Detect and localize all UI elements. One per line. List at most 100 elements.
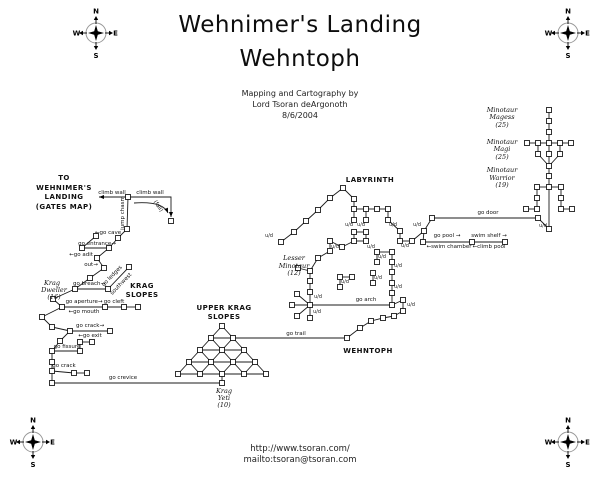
map-node <box>49 359 55 365</box>
map-node <box>351 229 357 235</box>
map-node <box>374 206 380 212</box>
map-node <box>102 304 108 310</box>
map-node <box>374 259 380 265</box>
map-node <box>79 245 85 251</box>
map-node <box>368 318 374 324</box>
map-label: ←go exit <box>78 333 102 339</box>
map-label: LANDING <box>45 193 84 201</box>
map-node <box>241 371 247 377</box>
compass-letter-s: S <box>565 52 570 60</box>
map-node <box>389 302 395 308</box>
map-node <box>315 207 321 213</box>
map-label: u/d <box>413 222 421 228</box>
map-node <box>101 265 107 271</box>
map-node <box>125 194 131 200</box>
map-label: u/d <box>407 302 415 308</box>
map-label: Lesser <box>282 254 306 262</box>
map-label: swim shelf → <box>471 233 507 239</box>
map-label: ←go mouth <box>68 309 100 315</box>
map-label: Minotaur <box>278 262 311 270</box>
compass-letter-e: E <box>585 30 590 38</box>
map-label: Minotaur <box>486 138 519 146</box>
map-node <box>546 118 552 124</box>
map-node <box>397 228 403 234</box>
map-node <box>558 206 564 212</box>
map-node <box>303 218 309 224</box>
map-node <box>77 348 83 354</box>
map-label: go fissure <box>54 344 81 350</box>
map-node <box>175 371 181 377</box>
map-label: Krag <box>215 387 232 395</box>
map-node <box>84 370 90 376</box>
map-label: u/d <box>401 243 409 249</box>
compass-letter-w: W <box>545 439 553 447</box>
map-node <box>546 107 552 113</box>
compass-letter-s: S <box>30 461 35 469</box>
map-label: Minotaur <box>486 106 519 114</box>
map-label: (10) <box>217 401 231 409</box>
map-node <box>307 268 313 274</box>
map-node <box>241 347 247 353</box>
compass-letter-s: S <box>565 461 570 469</box>
map-label: u/d <box>394 284 402 290</box>
map-node <box>307 289 313 295</box>
map-label: u/d <box>265 233 273 239</box>
compass-arrow-west <box>551 30 555 36</box>
map-node <box>327 238 333 244</box>
compass-arrow-west <box>16 439 20 445</box>
map-label: go door <box>477 210 499 216</box>
map-node <box>337 274 343 280</box>
map-node <box>370 280 376 286</box>
credit-line: Mapping and Cartography by <box>241 89 359 98</box>
map-node <box>546 184 552 190</box>
map-node <box>135 304 141 310</box>
map-label: u/d <box>314 294 322 300</box>
map-node <box>409 238 415 244</box>
map-node <box>197 371 203 377</box>
map-node <box>546 173 552 179</box>
compass-arrow-north <box>30 425 36 429</box>
map-node <box>546 163 552 169</box>
map-label: u/d <box>389 222 397 228</box>
map-node <box>168 218 174 224</box>
map-node <box>385 217 391 223</box>
map-node <box>295 265 301 271</box>
map-node <box>568 140 574 146</box>
map-node <box>370 270 376 276</box>
map-node <box>546 140 552 146</box>
map-label: u/d <box>313 309 321 315</box>
map-label: WEHNIMER'S <box>36 184 92 192</box>
map-label: Magess <box>488 113 515 121</box>
map-node <box>400 297 406 303</box>
map-label: u/d <box>374 275 382 281</box>
map-node <box>59 304 65 310</box>
map-node <box>363 238 369 244</box>
compass-star <box>25 434 41 450</box>
map-edge <box>51 370 75 374</box>
credit-line: Lord Tsoran deArgonoth <box>252 100 348 109</box>
map-label: SLOPES <box>126 291 159 299</box>
map-node <box>186 359 192 365</box>
map-node <box>307 315 313 321</box>
map-label: go entrance→ <box>78 241 116 247</box>
page-title-line2: Wehntoph <box>239 46 361 72</box>
map-label: TO <box>58 174 70 182</box>
compass-star <box>560 434 576 450</box>
map-node <box>469 239 475 245</box>
map-label: ←go adit <box>69 252 94 258</box>
map-edge <box>52 288 76 300</box>
map-label: u/d <box>367 244 375 250</box>
map-label: climb wall <box>98 190 126 196</box>
compass-arrow-east <box>109 30 113 36</box>
map-node <box>389 249 395 255</box>
map-label: (25) <box>495 121 509 129</box>
compass-letter-e: E <box>113 30 118 38</box>
map-label: LABYRINTH <box>346 176 394 184</box>
map-node <box>546 151 552 157</box>
map-node <box>105 286 111 292</box>
map-label: jump chasm <box>120 196 126 231</box>
compass-star <box>88 25 104 41</box>
